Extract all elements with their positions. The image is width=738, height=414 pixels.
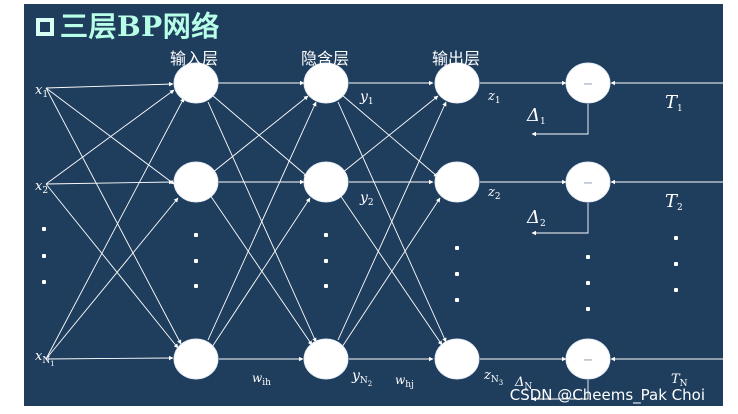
input-node-dot-3 bbox=[194, 284, 198, 288]
input-node-2 bbox=[173, 161, 219, 203]
hidden-node-dot-2 bbox=[324, 259, 328, 263]
edge-x1-to-i2 bbox=[45, 87, 175, 185]
hidden-node-2 bbox=[303, 161, 349, 203]
edge-xn-to-i3 bbox=[45, 355, 174, 361]
edge-h3-to-o1 bbox=[337, 101, 447, 341]
edge-x1-to-i1 bbox=[45, 81, 174, 89]
watermark: CSDN @Cheems_Pak Choi bbox=[509, 386, 705, 404]
output-symbol-1: z1 bbox=[488, 89, 501, 106]
input-connections bbox=[45, 81, 185, 361]
delta-symbol-n: ΔN bbox=[515, 375, 533, 392]
comparator-dot-2 bbox=[586, 281, 590, 285]
error-feedback bbox=[531, 104, 589, 402]
title-square-icon bbox=[36, 18, 54, 36]
input-node-dot-2 bbox=[194, 259, 198, 263]
comparator-sign-n: − bbox=[583, 353, 594, 368]
delta-symbol-1: Δ1 bbox=[527, 105, 546, 127]
target-dot-3 bbox=[674, 288, 678, 292]
comparator-sign-1: − bbox=[583, 77, 594, 92]
edge-x2-to-i2 bbox=[45, 179, 174, 185]
input-dot-2 bbox=[42, 254, 46, 258]
target-symbol-2: T2 bbox=[665, 191, 683, 213]
comparator-sign-2: − bbox=[583, 176, 594, 191]
edge-h1-to-o2 bbox=[341, 94, 439, 178]
input-node-dot-1 bbox=[194, 233, 198, 237]
hidden-output-symbol-n: yN2 bbox=[352, 368, 373, 388]
hidden-node-1 bbox=[303, 62, 349, 104]
input-node-1 bbox=[173, 62, 219, 104]
output-layer-label: 输出层 bbox=[432, 49, 481, 68]
edge-i3-to-h1 bbox=[207, 101, 317, 341]
hidden-node-dot-3 bbox=[324, 284, 328, 288]
hidden-output-symbol-1: y1 bbox=[360, 89, 374, 107]
target-dot-1 bbox=[674, 236, 678, 240]
hidden-output-symbol-2: y2 bbox=[360, 190, 374, 208]
title-text: 三层BP网络 bbox=[60, 10, 220, 43]
edge-x2-to-i3 bbox=[45, 183, 179, 349]
input-hidden-connections bbox=[207, 80, 317, 362]
edge-x2-to-i1 bbox=[45, 89, 175, 185]
bp-network-slide: − − − 三层BP网络 输入层 隐含层 输出层 x1 x2 xN1 y1 y2… bbox=[24, 4, 723, 406]
input-symbol-1: x1 bbox=[35, 83, 49, 100]
edge-i2-to-h1 bbox=[211, 95, 309, 174]
input-dot-3 bbox=[42, 280, 46, 284]
hidden-node-n bbox=[303, 338, 349, 380]
edge-x1-to-i3 bbox=[45, 87, 182, 345]
output-symbol-2: z2 bbox=[488, 185, 501, 202]
output-comparator-connections bbox=[480, 80, 723, 362]
output-node-dot-3 bbox=[455, 298, 459, 302]
output-node-1 bbox=[434, 62, 480, 104]
edge-h2-to-o3 bbox=[339, 194, 443, 346]
output-symbol-n: zN3 bbox=[484, 368, 504, 387]
input-symbol-n: xN1 bbox=[35, 349, 55, 368]
target-dot-2 bbox=[674, 262, 678, 266]
comparator-node-1 bbox=[565, 62, 611, 104]
weight-input-hidden: wih bbox=[252, 371, 271, 388]
delta1-feedback bbox=[531, 104, 589, 137]
hidden-layer-label: 隐含层 bbox=[301, 49, 350, 68]
input-dot-1 bbox=[42, 227, 46, 231]
edge-h3-to-o2 bbox=[341, 197, 441, 348]
output-node-n bbox=[434, 338, 480, 380]
input-node-n bbox=[173, 338, 219, 380]
comparator-node-n bbox=[565, 338, 611, 380]
edge-i1-to-h2 bbox=[211, 94, 309, 178]
comparator-dot-3 bbox=[586, 307, 590, 311]
network-diagram: − − − bbox=[45, 62, 723, 402]
hidden-node-dot-1 bbox=[324, 233, 328, 237]
edge-i3-to-h2 bbox=[211, 197, 311, 348]
comparator-signs: − − − bbox=[583, 77, 594, 368]
output-node-dot-1 bbox=[455, 246, 459, 250]
hidden-output-connections bbox=[337, 80, 447, 362]
target-symbol-n: TN bbox=[671, 372, 688, 389]
edge-xn-to-i1 bbox=[45, 97, 185, 360]
weight-hidden-output: whj bbox=[395, 373, 414, 390]
edge-i2-to-h3 bbox=[209, 194, 313, 346]
output-node-2 bbox=[434, 161, 480, 203]
diagram-title: 三层BP网络 bbox=[36, 10, 220, 44]
comparator-node-2 bbox=[565, 161, 611, 203]
target-symbol-1: T1 bbox=[665, 92, 683, 114]
delta-symbol-2: Δ2 bbox=[527, 207, 546, 229]
edge-h2-to-o1 bbox=[341, 95, 439, 174]
edge-xn-to-i2 bbox=[45, 197, 179, 360]
input-layer-label: 输入层 bbox=[170, 49, 219, 68]
input-symbol-2: x2 bbox=[35, 179, 49, 196]
nodes bbox=[173, 62, 611, 380]
delta2-feedback bbox=[531, 203, 589, 236]
deltan-feedback bbox=[531, 380, 589, 402]
output-node-dot-2 bbox=[455, 272, 459, 276]
comparator-dot-1 bbox=[586, 255, 590, 259]
